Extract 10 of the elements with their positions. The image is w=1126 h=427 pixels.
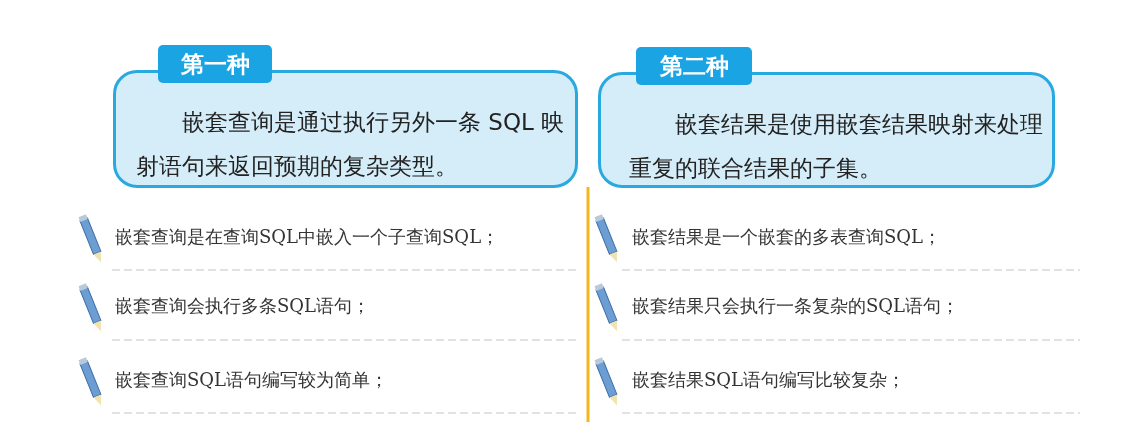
bullet-text: 嵌套查询会执行多条SQL语句；	[115, 294, 371, 318]
description-text: 嵌套结果是使用嵌套结果映射来处理重复的联合结果的子集。	[629, 110, 1044, 183]
bullet-text: 嵌套结果是一个嵌套的多表查询SQL；	[632, 225, 942, 249]
heading-tab: 第二种	[636, 47, 752, 85]
description-text: 嵌套查询是通过执行另外一条 SQL 映射语句来返回预期的复杂类型。	[136, 108, 566, 181]
bullet-text: 嵌套结果只会执行一条复杂的SQL语句；	[632, 294, 960, 318]
heading-tab: 第一种	[158, 45, 272, 83]
bullet-text: 嵌套结果SQL语句编写比较复杂；	[632, 368, 906, 392]
bullet-text: 嵌套查询SQL语句编写较为简单；	[115, 368, 389, 392]
bullet-text: 嵌套查询是在查询SQL中嵌入一个子查询SQL；	[115, 225, 500, 249]
